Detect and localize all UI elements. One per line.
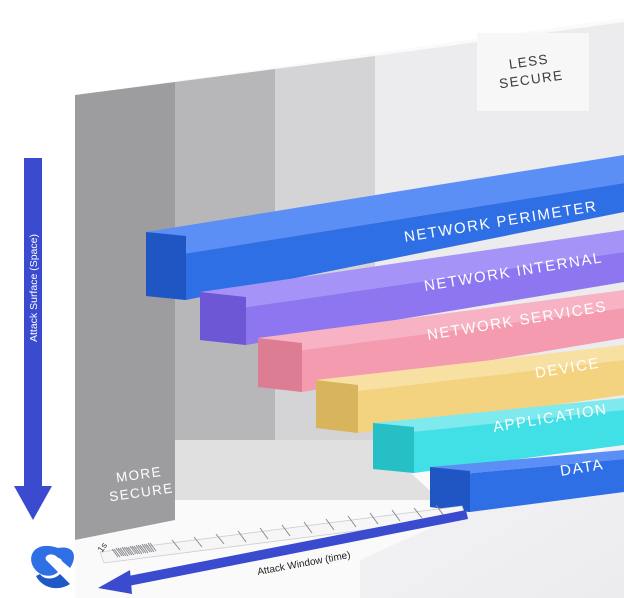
brand-logo-icon — [31, 545, 74, 589]
attack-window-arrow-shaft — [118, 510, 468, 588]
attack-surface-label: Attack Surface (Space) — [28, 234, 40, 342]
attack-window-arrow-head — [98, 570, 132, 594]
less-secure-line-1: LESS — [508, 51, 550, 71]
layer-label-data: DATA — [559, 456, 605, 480]
attack-window-ticks — [111, 504, 445, 558]
layer-device: DEVICE — [316, 345, 624, 433]
layer-network-services: NETWORK SERVICES — [258, 290, 624, 392]
layer-application: APPLICATION — [373, 398, 624, 473]
layer-network-internal: NETWORK INTERNAL — [200, 230, 624, 345]
more-secure-line-1: MORE — [115, 464, 163, 485]
attack-surface-arrow-shaft — [24, 158, 42, 488]
attack-surface-axis: Attack Surface (Space) — [14, 158, 52, 520]
attack-surface-arrow-head — [14, 486, 52, 520]
layer-data: DATA — [430, 450, 624, 512]
